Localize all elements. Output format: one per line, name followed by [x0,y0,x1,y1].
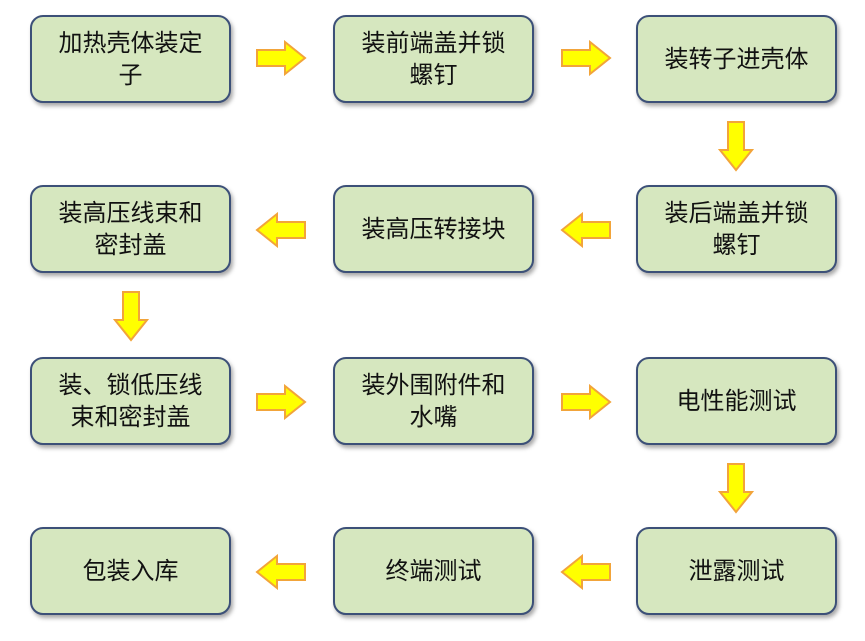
step-7-label: 装、锁低压线束和密封盖 [58,371,203,431]
arrow-right-icon [561,40,612,76]
step-1-box: 加热壳体装定子 [30,15,231,103]
step-3-label: 装转子进壳体 [664,45,809,73]
step-12-label: 包装入库 [82,557,179,585]
step-9-box: 电性能测试 [636,357,837,445]
step-4-box: 装后端盖并锁螺钉 [636,185,837,273]
step-5-label: 装高压转接块 [361,215,506,243]
step-9-label: 电性能测试 [676,387,797,415]
arrow-right-icon [256,40,307,76]
step-5-box: 装高压转接块 [333,185,534,273]
step-8-box: 装外围附件和水嘴 [333,357,534,445]
arrow-right-icon [561,384,612,420]
arrow-left-icon [255,212,306,248]
step-11-box: 终端测试 [333,527,534,615]
step-12-box: 包装入库 [30,527,231,615]
step-10-box: 泄露测试 [636,527,837,615]
step-6-label: 装高压线束和密封盖 [58,199,203,259]
step-7-box: 装、锁低压线束和密封盖 [30,357,231,445]
arrow-left-icon [255,554,306,590]
step-2-label: 装前端盖并锁螺钉 [361,29,506,89]
arrow-down-icon [113,291,149,342]
step-2-box: 装前端盖并锁螺钉 [333,15,534,103]
step-8-label: 装外围附件和水嘴 [361,371,506,431]
arrow-right-icon [256,384,307,420]
arrow-down-icon [718,121,754,172]
step-11-label: 终端测试 [385,557,482,585]
step-6-box: 装高压线束和密封盖 [30,185,231,273]
step-10-label: 泄露测试 [688,557,785,585]
arrow-left-icon [560,212,611,248]
arrow-left-icon [560,554,611,590]
step-3-box: 装转子进壳体 [636,15,837,103]
step-1-label: 加热壳体装定子 [58,29,203,89]
step-4-label: 装后端盖并锁螺钉 [664,199,809,259]
arrow-down-icon [718,463,754,514]
